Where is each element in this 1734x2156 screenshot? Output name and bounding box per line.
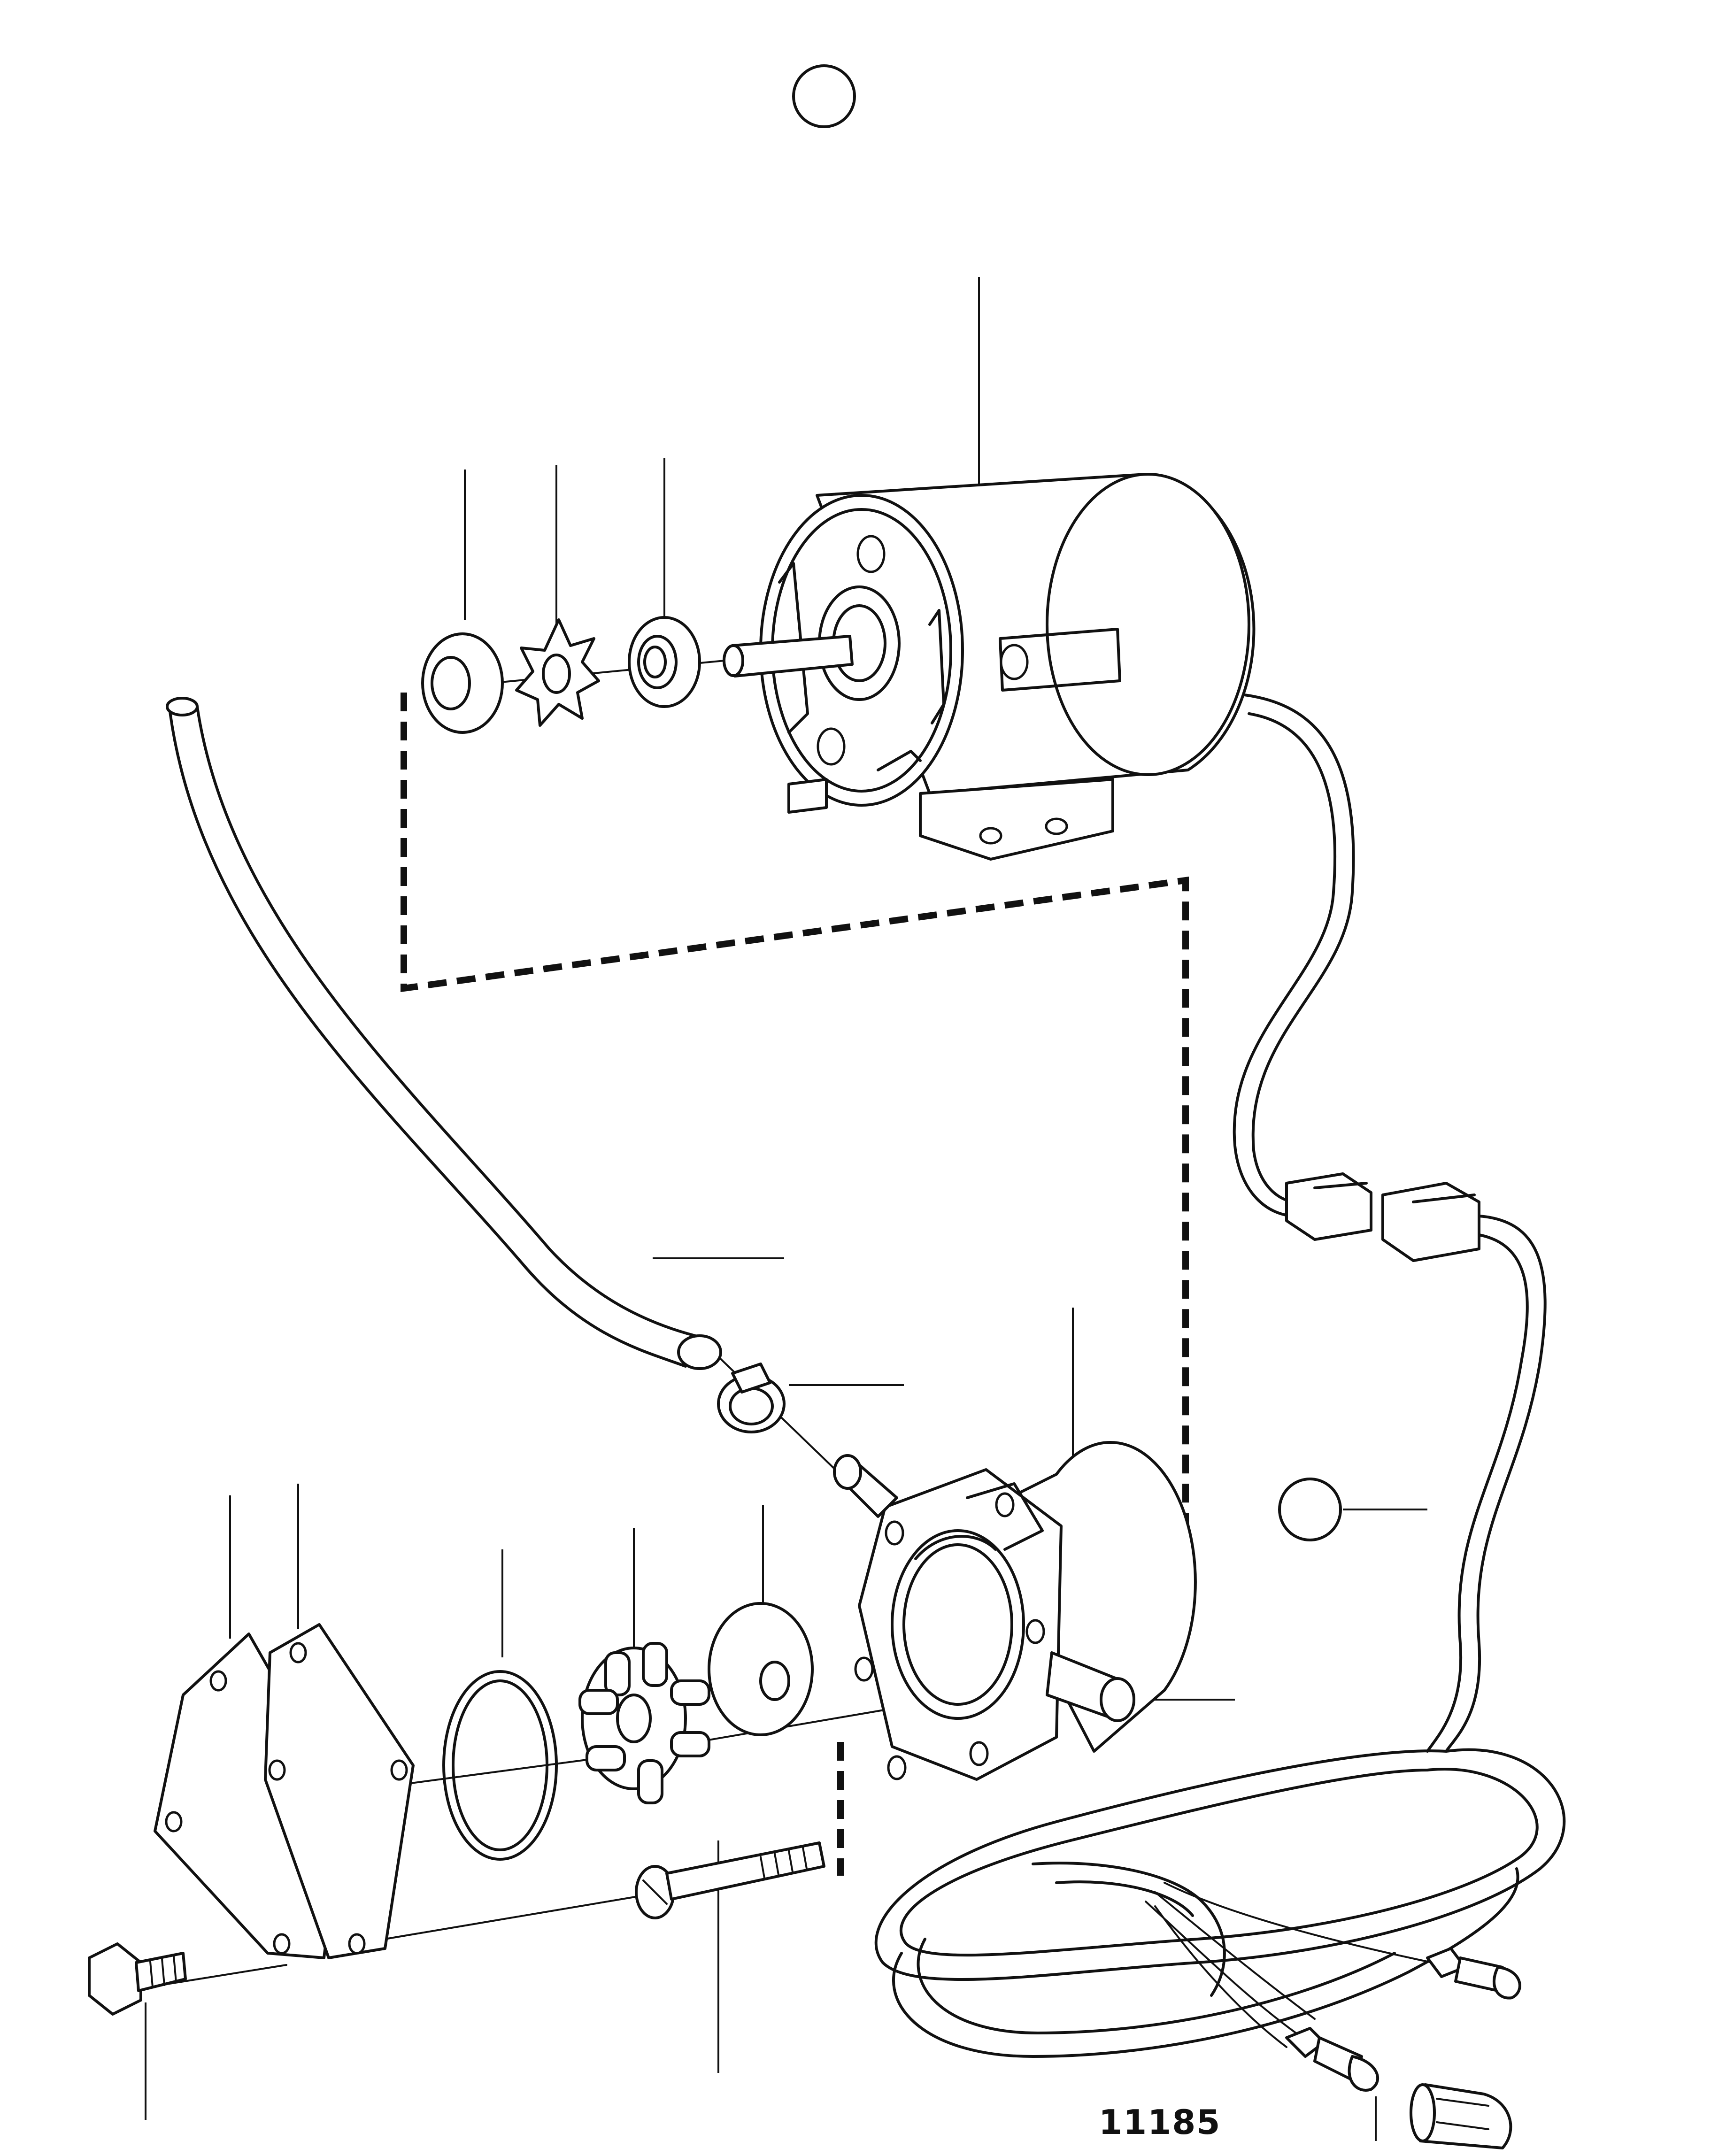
gasket [264, 1623, 415, 1959]
hose-clamp [717, 1363, 786, 1433]
harness-connector [1381, 1182, 1480, 1262]
wiring-harness [874, 693, 1566, 2058]
pump-housing [833, 1441, 1197, 1781]
cable-terminals [1285, 1947, 1521, 2092]
reference-circle-harness [1278, 1478, 1342, 1541]
shaft-seal [628, 616, 701, 708]
reference-circle-top [792, 64, 856, 128]
cover-screw [88, 1942, 187, 2016]
seal-ring [421, 632, 504, 734]
figure-number: 11185 [1099, 2102, 1221, 2142]
suction-hose [166, 697, 722, 1370]
motor-connector [1285, 1172, 1372, 1241]
protective-sleeve [1410, 2083, 1512, 2149]
assembly-dashed-lines [401, 693, 1189, 1876]
washer [708, 1602, 814, 1736]
drive-star [515, 618, 600, 727]
impeller [578, 1642, 710, 1804]
mounting-screw [635, 1841, 825, 1919]
electric-motor [723, 473, 1256, 861]
o-ring [442, 1670, 558, 1861]
